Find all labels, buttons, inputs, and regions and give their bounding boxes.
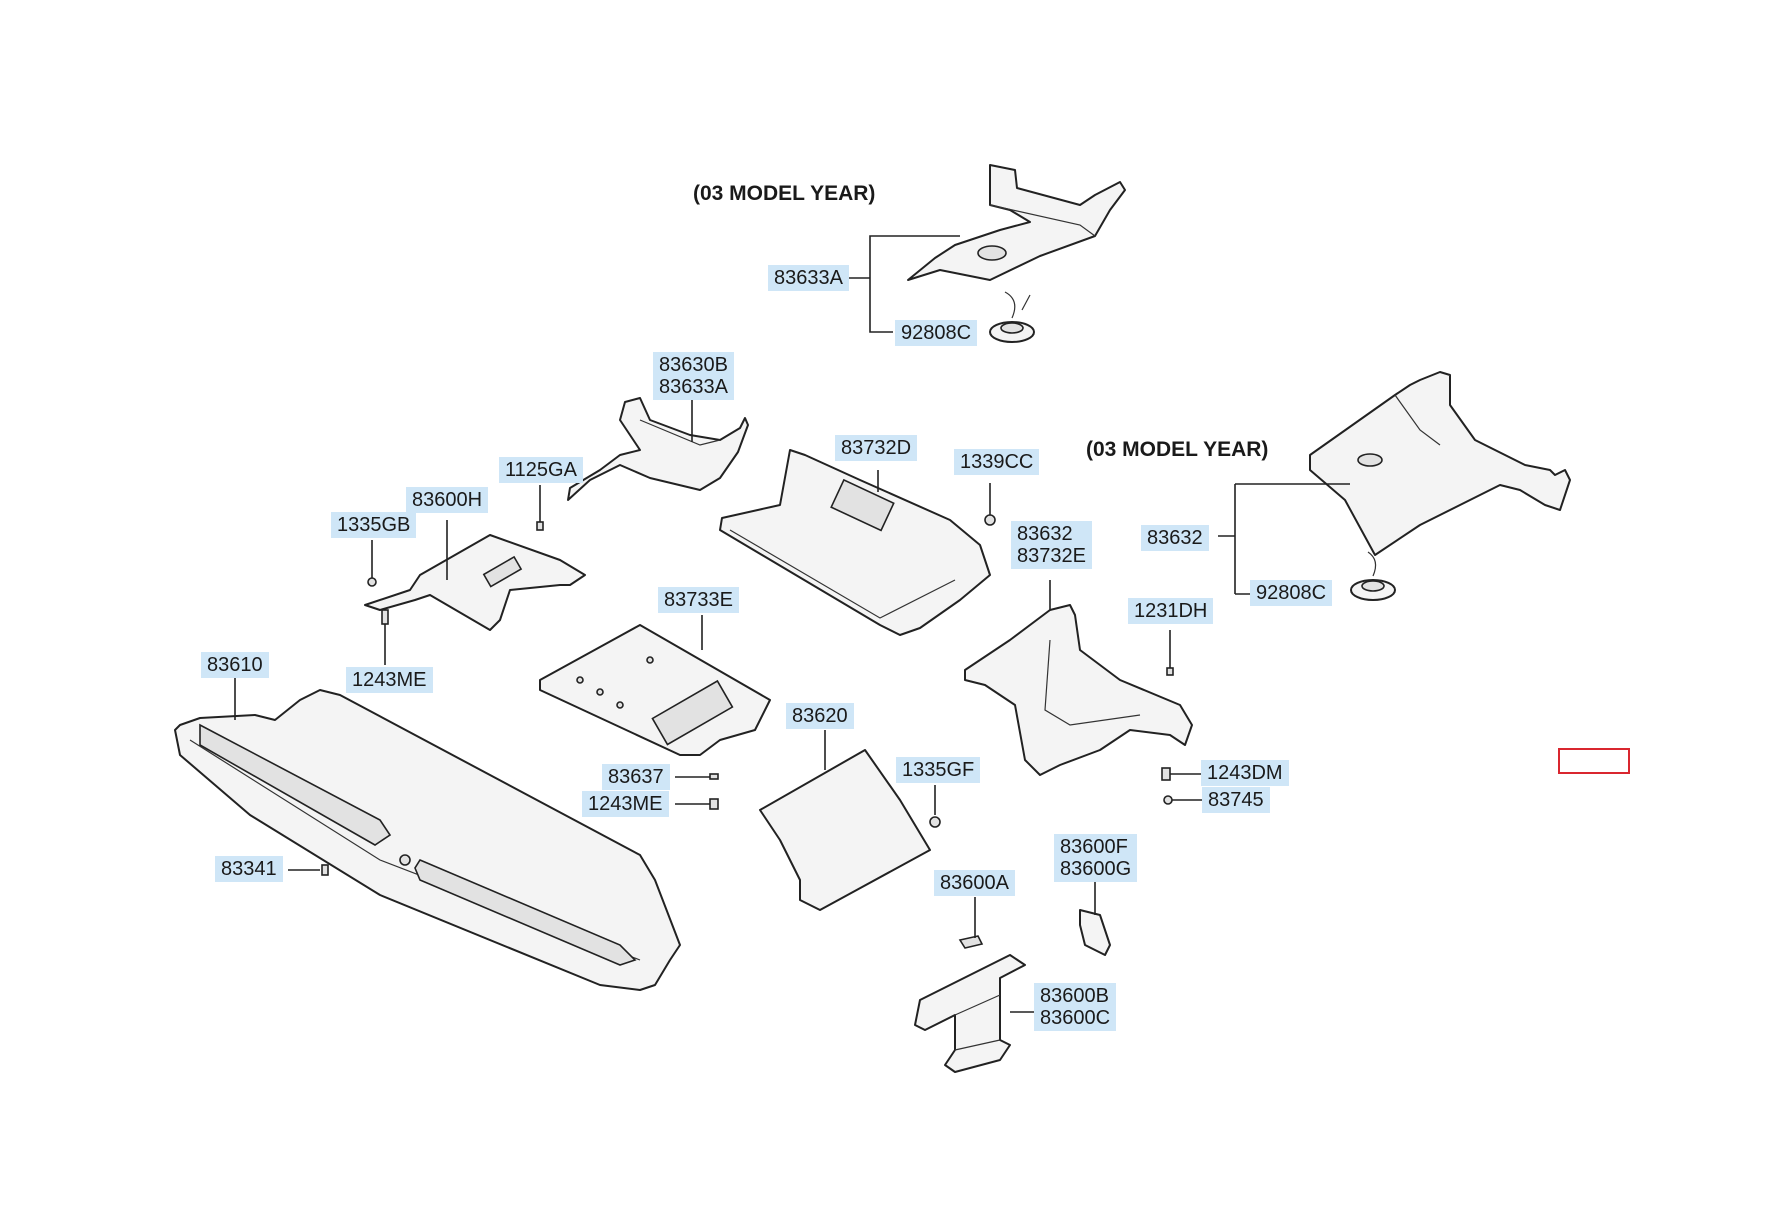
callout-1125GA[interactable]: 1125GA	[499, 457, 583, 483]
part-83632-right	[1309, 371, 1571, 556]
callout-1243ME-lower[interactable]: 1243ME	[582, 791, 669, 817]
callout-83733E[interactable]: 83733E	[658, 587, 739, 613]
model-year-heading-right: (03 MODEL YEAR)	[1086, 438, 1269, 461]
part-1231DH	[1166, 630, 1174, 676]
callout-83745[interactable]: 83745	[1202, 787, 1270, 813]
part-83733E	[539, 624, 771, 756]
part-83610	[174, 689, 681, 991]
callout-83632-83732E[interactable]: 83632 83732E	[1011, 521, 1092, 569]
callout-1231DH[interactable]: 1231DH	[1128, 598, 1214, 624]
callout-92808C-right[interactable]: 92808C	[1250, 580, 1333, 606]
part-83600B	[914, 954, 1026, 1073]
callout-83732D[interactable]: 83732D	[835, 435, 918, 461]
callout-1339CC[interactable]: 1339CC	[954, 449, 1040, 475]
highlight-box	[1558, 748, 1630, 774]
part-83732D	[719, 449, 991, 636]
callout-83600B-83600C[interactable]: 83600B 83600C	[1034, 983, 1117, 1031]
callout-1335GF[interactable]: 1335GF	[896, 757, 981, 783]
part-83341	[288, 864, 329, 876]
part-92808C-right	[1350, 551, 1396, 601]
callout-83600H[interactable]: 83600H	[406, 487, 489, 513]
part-83620	[759, 749, 931, 911]
part-83600A	[958, 897, 984, 949]
leader-83633A-top	[845, 235, 960, 333]
part-1243ME-lower	[675, 798, 719, 810]
callout-83620[interactable]: 83620	[786, 703, 854, 729]
callout-83341[interactable]: 83341	[215, 856, 283, 882]
model-year-heading-top: (03 MODEL YEAR)	[693, 182, 876, 205]
callout-83632[interactable]: 83632	[1141, 525, 1209, 551]
callout-83610[interactable]: 83610	[201, 652, 269, 678]
part-1335GB	[367, 540, 377, 587]
part-83600F	[1079, 870, 1111, 956]
part-92808C-top	[989, 291, 1035, 343]
callout-83633A-top[interactable]: 83633A	[768, 265, 849, 291]
leader-83632-right	[1218, 483, 1350, 595]
part-1243ME-upper	[381, 609, 389, 665]
part-1335GF	[929, 785, 941, 828]
part-83637	[675, 773, 719, 780]
part-1125GA	[536, 485, 544, 531]
callout-83637[interactable]: 83637	[602, 764, 670, 790]
part-83600H	[364, 534, 586, 631]
callout-83600F-83600G[interactable]: 83600F 83600G	[1054, 834, 1138, 882]
part-83632-middle	[964, 604, 1193, 776]
part-83630B	[567, 397, 749, 501]
callout-83630B-83633A[interactable]: 83630B 83633A	[653, 352, 734, 400]
callout-1243ME-upper[interactable]: 1243ME	[346, 667, 433, 693]
callout-83600A[interactable]: 83600A	[934, 870, 1015, 896]
part-83633A-top	[907, 164, 1126, 281]
callout-92808C-top[interactable]: 92808C	[895, 320, 978, 346]
part-1339CC	[984, 483, 996, 526]
callout-1243DM[interactable]: 1243DM	[1201, 760, 1289, 786]
callout-1335GB[interactable]: 1335GB	[331, 512, 417, 538]
